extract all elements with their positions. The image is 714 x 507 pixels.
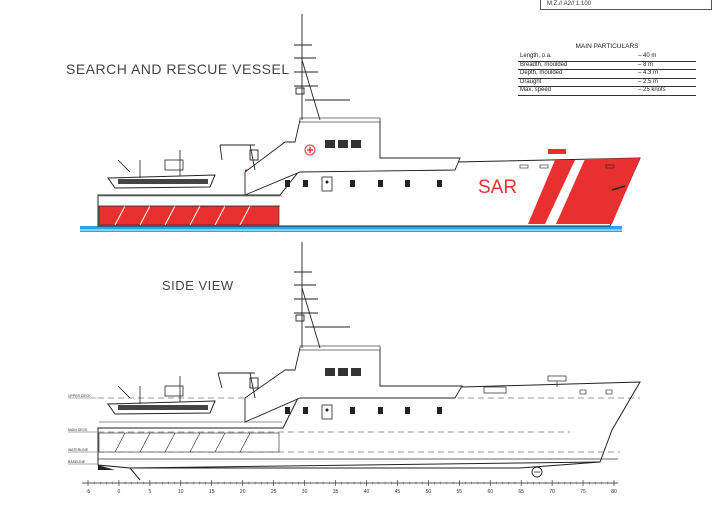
frame-tick-label: 75 <box>580 489 586 495</box>
frame-tick-label: 0 <box>118 489 121 495</box>
frame-tick-label: 70 <box>549 489 555 495</box>
frame-tick-label: 40 <box>364 489 370 495</box>
frame-tick-label: 55 <box>457 489 463 495</box>
bridge-windows <box>325 140 361 148</box>
particulars-row: Draught– 2.5 m <box>518 79 696 87</box>
title-stamp: M.Z.// A2// 1:100 <box>540 0 712 10</box>
frame-tick-label: 30 <box>302 489 308 495</box>
particulars-row: Breadth, moulded– 8 m <box>518 62 696 70</box>
particulars-row: Length, o.a.– 40 m <box>518 53 696 62</box>
side-view-title: SIDE VIEW <box>162 278 234 293</box>
frame-tick-label: 50 <box>426 489 432 495</box>
particulars-row: Max. speed– 25 knots <box>518 87 696 96</box>
rescue-boat <box>107 150 216 189</box>
frame-tick-label: 65 <box>518 489 524 495</box>
particulars-heading: MAIN PARTICULARS <box>575 43 639 50</box>
frame-tick-label: 10 <box>178 489 184 495</box>
frame-scale-ticks: -5 0 5 10 15 20 25 30 35 40 45 50 55 60 65 70 75 80 <box>86 480 617 495</box>
particulars-row: Depth, moulded– 4.3 m <box>518 70 696 79</box>
frame-tick-label: 60 <box>487 489 493 495</box>
frame-tick-label: -5 <box>86 489 91 495</box>
frame-tick-label: 15 <box>209 489 215 495</box>
deck-label-main: MAIN DECK <box>68 428 88 432</box>
frame-tick-label: 5 <box>148 489 151 495</box>
stern-red-band <box>98 205 280 226</box>
frame-tick-label: 35 <box>333 489 339 495</box>
drawing-title: SEARCH AND RESCUE VESSEL <box>66 61 290 77</box>
bow-red-stripe <box>528 160 575 224</box>
portholes <box>285 180 442 187</box>
mast <box>294 14 350 121</box>
davit-crane <box>219 144 259 171</box>
side-portholes <box>285 407 442 414</box>
deck-label-upper: UPPER DECK <box>68 394 91 398</box>
frame-tick-label: 20 <box>240 489 246 495</box>
deck-label-waterline: WATERLINE <box>68 448 89 452</box>
bow-red-stripe <box>556 158 640 224</box>
frame-tick-label: 80 <box>611 489 617 495</box>
frame-tick-label: 45 <box>395 489 401 495</box>
side-rescue-boat <box>107 376 216 415</box>
side-mast <box>294 242 350 349</box>
deck-label-baseline: BASELINE <box>68 460 86 464</box>
door <box>321 176 333 192</box>
main-particulars-table: MAIN PARTICULARS Length, o.a.– 40 m Brea… <box>518 43 696 96</box>
frame-tick-label: 25 <box>271 489 277 495</box>
hull-sar-marking: SAR <box>478 177 517 198</box>
bow-searchlight <box>548 149 566 154</box>
